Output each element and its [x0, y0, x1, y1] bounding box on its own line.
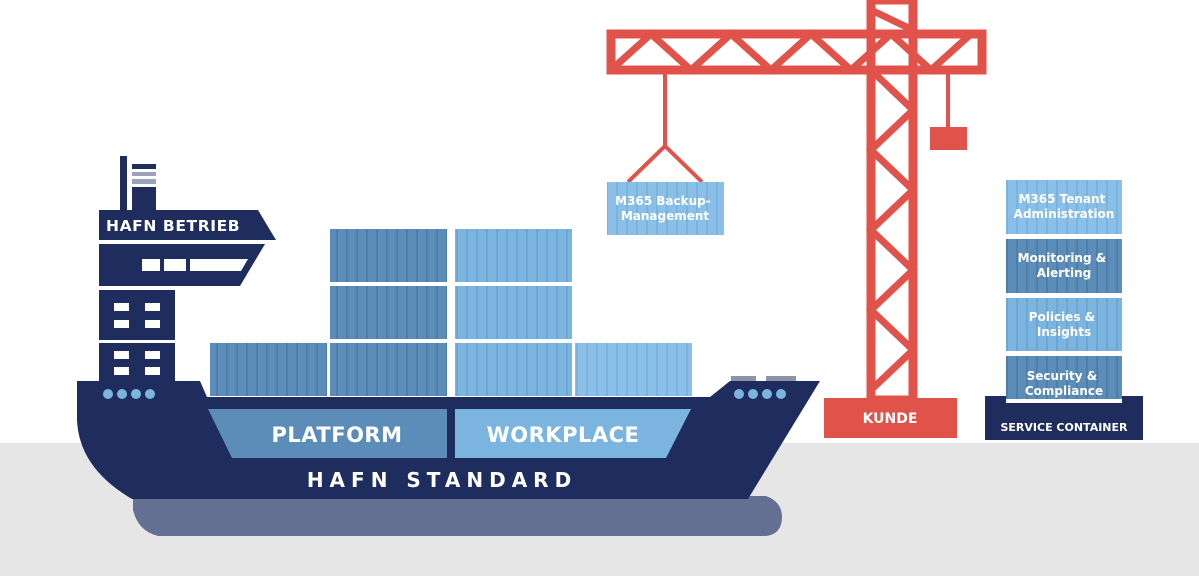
ship-window: [145, 320, 160, 328]
ship-window: [114, 367, 129, 375]
deck-panel-platform: [208, 409, 447, 458]
ship: HAFN BETRIEB: [77, 156, 820, 536]
porthole: [103, 389, 113, 399]
hull-label: HAFN STANDARD: [307, 468, 577, 492]
hanging-container: [607, 182, 724, 235]
cargo-container: [455, 286, 572, 339]
ship-superstructure: [99, 290, 175, 340]
cargo-container: [455, 229, 572, 282]
cargo-container: [330, 343, 447, 396]
ship-window: [114, 303, 129, 311]
ship-bridge-window: [190, 259, 248, 271]
ship-funnel: [120, 156, 127, 212]
ship-window: [114, 320, 129, 328]
ship-window: [145, 367, 160, 375]
ship-window: [145, 351, 160, 359]
service-container-label: M365 Tenant Administration: [1014, 192, 1115, 221]
ship-bow-rail: [766, 376, 796, 382]
crane-tower-lattice: [865, 67, 919, 393]
cargo-container: [455, 343, 572, 396]
deck-label-platform: PLATFORM: [272, 423, 403, 447]
service-container: [1006, 298, 1122, 351]
cargo-container: [575, 343, 692, 396]
service-base: [985, 396, 1143, 440]
ship-funnel-stripe: [132, 172, 156, 176]
porthole: [117, 389, 127, 399]
service-container: [1006, 180, 1122, 234]
porthole: [131, 389, 141, 399]
ship-bridge-bar: [99, 210, 276, 240]
porthole: [145, 389, 155, 399]
crane-base: [824, 398, 957, 438]
ship-superstructure: [99, 343, 175, 385]
service-container: [1006, 356, 1122, 399]
cargo-container: [210, 343, 327, 396]
crane-counterweight: [930, 127, 967, 150]
ship-window: [114, 351, 129, 359]
ship-funnel-stripe: [132, 187, 156, 212]
deck-containers: [210, 229, 692, 396]
deck-panel-workplace: [455, 409, 691, 458]
crane-base-label: KUNDE: [863, 411, 918, 427]
crane-jib: [606, 29, 987, 75]
service-container-label: Security & Compliance: [1025, 369, 1103, 398]
crane-hook-cable: [626, 70, 704, 184]
ship-window: [145, 303, 160, 311]
ship-bow-rail: [731, 376, 756, 382]
service-container: [1006, 239, 1122, 293]
service-container-label: Monitoring & Alerting: [1018, 251, 1111, 280]
ship-funnel-stripe: [132, 164, 156, 169]
service-container-label: Policies & Insights: [1029, 310, 1100, 339]
crane: KUNDE M365 Backup- Management: [606, 0, 987, 438]
ship-funnel-stripe: [132, 179, 156, 184]
hanging-container-label: M365 Backup- Management: [615, 194, 715, 223]
porthole: [734, 389, 744, 399]
porthole: [762, 389, 772, 399]
cargo-container: [330, 286, 447, 339]
service-base-label: SERVICE CONTAINER: [1000, 421, 1128, 434]
ship-bridge-label: HAFN BETRIEB: [106, 217, 240, 235]
crane-tower-top: [869, 6, 915, 34]
ship-keel: [133, 496, 782, 536]
ship-bridge-window: [142, 259, 160, 271]
ship-bridge-window: [164, 259, 186, 271]
deck-label-workplace: WORKPLACE: [487, 423, 640, 447]
cargo-container: [330, 229, 447, 282]
service-stack: M365 Tenant Administration Monitoring & …: [985, 180, 1143, 440]
porthole: [748, 389, 758, 399]
porthole: [776, 389, 786, 399]
